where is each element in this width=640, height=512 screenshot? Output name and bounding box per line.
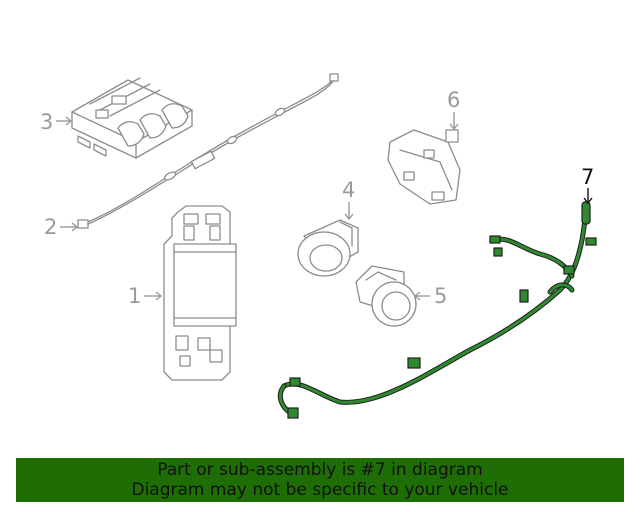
callout-4-label: 4 xyxy=(342,178,355,202)
callout-6: 6 xyxy=(447,88,460,131)
parts-diagram: 1 2 3 4 5 6 7 xyxy=(40,73,597,419)
callout-5: 5 xyxy=(413,284,447,308)
callout-4: 4 xyxy=(342,178,355,221)
callout-2: 2 xyxy=(44,215,79,239)
banner-line-2: Diagram may not be specific to your vehi… xyxy=(131,480,509,500)
callout-5-label: 5 xyxy=(434,284,447,308)
callout-7: 7 xyxy=(581,165,594,205)
callout-7-label: 7 xyxy=(581,165,594,189)
banner-line-1: Part or sub-assembly is #7 in diagram xyxy=(157,460,483,480)
callout-1-label: 1 xyxy=(128,284,141,308)
callout-2-label: 2 xyxy=(44,215,57,239)
callout-6-label: 6 xyxy=(447,88,460,112)
part-5-sensor-holder[interactable] xyxy=(355,265,417,327)
part-7-wiring-harness[interactable] xyxy=(277,201,597,419)
part-3-control-module[interactable] xyxy=(71,77,193,159)
part-1-bracket-module[interactable] xyxy=(163,205,237,381)
callout-1: 1 xyxy=(128,284,163,308)
part-2-cable[interactable] xyxy=(77,73,339,229)
callout-3: 3 xyxy=(40,110,73,134)
callout-3-label: 3 xyxy=(40,110,53,134)
part-6-sensor-bracket[interactable] xyxy=(387,129,461,205)
part-4-parking-sensor[interactable] xyxy=(297,219,359,277)
info-banner: Part or sub-assembly is #7 in diagram Di… xyxy=(16,458,624,502)
